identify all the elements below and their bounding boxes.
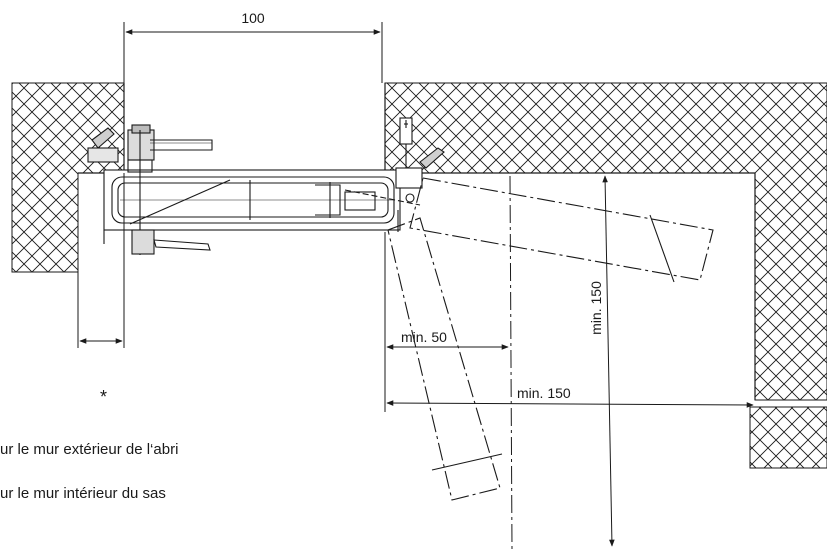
door-leaf-closed [103,169,421,231]
dimension-min-150-vertical-label: min. 150 [588,281,604,335]
center-line [509,175,513,549]
dimension-min-50 [384,232,509,412]
dimension-min-50-label: min. 50 [401,329,447,345]
legend-line-1: ur le mur extérieur de l‘abri [0,441,179,458]
door-leaf-swing-lower [387,217,503,501]
dimension-min-150-horizontal [386,400,754,408]
dimension-left-clearance [77,173,125,348]
asterisk-marker: * [100,387,107,407]
dimension-100 [123,22,383,83]
dimension-min-150-vertical [602,175,615,547]
hinge-hardware-right [395,117,445,232]
door-leaf-swing-upper [409,177,714,283]
wall-hatch-lower-right [749,406,827,469]
dimension-min-150-horizontal-label: min. 150 [517,385,571,401]
legend-line-2: ur le mur intérieur du sas [0,485,166,502]
lever-hardware-left [87,124,213,255]
dimension-100-label: 100 [241,10,265,26]
